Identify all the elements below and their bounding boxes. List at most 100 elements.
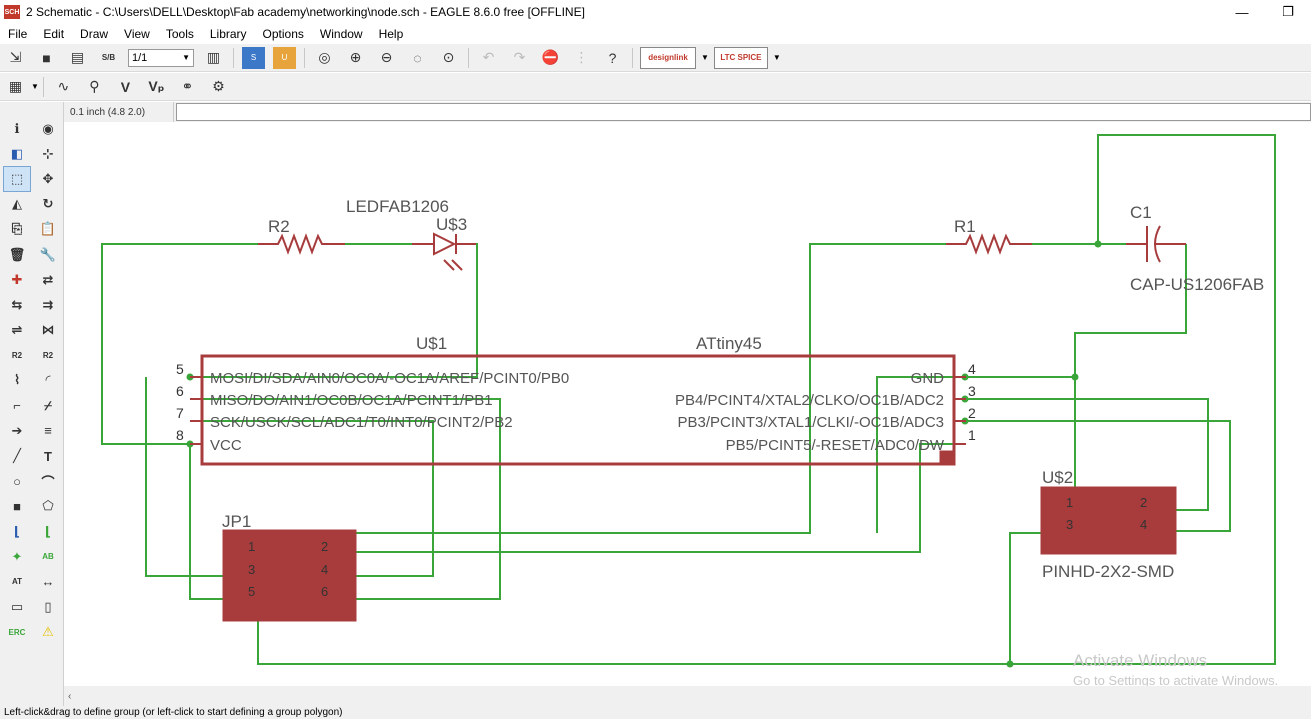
u1-pin-label: SCK/USCK/SCL/ADC1/T0/INT0/PCINT2/PB2 bbox=[210, 414, 513, 431]
frame-icon[interactable]: ▭ bbox=[10, 599, 24, 615]
menu-draw[interactable]: Draw bbox=[80, 27, 109, 41]
ltspice-button[interactable]: LTC SPICE bbox=[713, 46, 768, 69]
jp1-pad-1 bbox=[260, 544, 278, 562]
chevron-down-icon[interactable]: ▼ bbox=[772, 53, 781, 62]
go-icon[interactable]: ⋮ bbox=[574, 49, 589, 65]
grid-icon[interactable]: ▦ bbox=[8, 78, 23, 94]
replace-icon[interactable]: ⇄ bbox=[42, 271, 54, 287]
mark-icon[interactable]: ⊹ bbox=[42, 145, 54, 161]
simulate-icon[interactable]: ∿ bbox=[57, 78, 70, 94]
bus-connect-icon[interactable]: ➔ bbox=[11, 422, 23, 438]
layer-display-icon[interactable]: ◧ bbox=[10, 145, 24, 161]
help-icon[interactable]: ? bbox=[608, 49, 617, 66]
jp1-pad-6 bbox=[300, 590, 318, 608]
smash-icon[interactable]: ⋈ bbox=[41, 322, 55, 338]
group-select-icon[interactable]: ⬚ bbox=[3, 166, 31, 192]
designlink-button[interactable]: designlink bbox=[640, 46, 696, 69]
menu-view[interactable]: View bbox=[124, 27, 150, 41]
circle-icon[interactable]: ○ bbox=[13, 473, 21, 489]
page-select-value: 1/1 bbox=[132, 51, 148, 64]
polygon-icon[interactable]: ⬠ bbox=[42, 498, 54, 514]
wrench-icon[interactable]: 🔧 bbox=[39, 246, 57, 262]
voltage-probe-icon[interactable]: V bbox=[120, 78, 131, 95]
ulp-icon[interactable]: U bbox=[273, 46, 296, 69]
zoom-fit-icon[interactable]: ◎ bbox=[318, 49, 331, 65]
dimension-icon[interactable]: ↔ bbox=[41, 574, 55, 590]
pinswap-icon[interactable]: ⇌ bbox=[11, 322, 23, 338]
menu-window[interactable]: Window bbox=[319, 27, 363, 41]
rotate-icon[interactable]: ↻ bbox=[42, 196, 54, 212]
junction-dot bbox=[1094, 240, 1102, 248]
cam-processor-icon[interactable]: ▥ bbox=[206, 49, 221, 65]
arc-icon[interactable]: ⌒ bbox=[41, 474, 55, 490]
info-icon[interactable]: ℹ bbox=[14, 120, 20, 136]
erc-icon[interactable]: ERC bbox=[8, 627, 26, 637]
chevron-down-icon[interactable]: ▼ bbox=[701, 53, 709, 62]
menu-options[interactable]: Options bbox=[262, 27, 304, 41]
label-icon[interactable]: AB bbox=[42, 552, 54, 562]
menu-tools[interactable]: Tools bbox=[165, 27, 194, 41]
modules-icon[interactable]: ▯ bbox=[44, 599, 52, 615]
zoom-out-icon[interactable]: ⊖ bbox=[380, 49, 393, 65]
schematic-canvas[interactable]: U$1 ATtiny45 5 6 7 8 MOSI/DI/SDA/AIN0/OC… bbox=[64, 122, 1311, 688]
text-icon[interactable]: T bbox=[44, 448, 52, 464]
print-icon[interactable]: ▤ bbox=[70, 49, 85, 65]
zoom-redraw-icon[interactable]: ◌ bbox=[413, 49, 422, 66]
horizontal-scrollbar[interactable]: ‹ bbox=[64, 686, 1311, 706]
undo-icon[interactable]: ↶ bbox=[482, 49, 495, 65]
probe-icon[interactable]: ⚲ bbox=[89, 78, 100, 94]
script-icon[interactable]: S bbox=[242, 46, 265, 69]
command-line-input[interactable] bbox=[176, 103, 1311, 121]
copy-icon[interactable]: ⎘ bbox=[11, 221, 23, 237]
zoom-in-icon[interactable]: ⊕ bbox=[349, 49, 362, 65]
menu-file[interactable]: File bbox=[8, 27, 28, 41]
value-icon[interactable]: R2 bbox=[11, 350, 23, 360]
paste-icon[interactable]: 📋 bbox=[39, 221, 57, 237]
warning-icon[interactable]: ⚠ bbox=[42, 624, 54, 640]
name-icon[interactable]: R2 bbox=[42, 350, 54, 360]
slice-icon[interactable]: ⌿ bbox=[44, 397, 52, 413]
rectangle-icon[interactable]: ■ bbox=[13, 498, 21, 514]
settings-gear-icon[interactable]: ⚙ bbox=[212, 78, 225, 94]
page-select[interactable]: 1/1 ▼ bbox=[128, 48, 194, 67]
main-toolbar: ⇲ ■ ▤ S/B 1/1 ▼ ▥ S U ◎ ⊕ ⊖ ◌ ⊙ ↶ ↷ ⛔ ⋮ … bbox=[0, 44, 1311, 72]
zoom-select-icon[interactable]: ⊙ bbox=[442, 49, 455, 65]
gateswap-icon[interactable]: ⇆ bbox=[11, 296, 23, 312]
add-part-icon[interactable]: ✚ bbox=[11, 271, 23, 287]
mirror-icon[interactable]: ◭ bbox=[12, 196, 22, 212]
optimize-icon[interactable]: ⌐ bbox=[13, 398, 21, 414]
stop-icon[interactable]: ⛔ bbox=[541, 49, 560, 65]
attribute-icon[interactable]: AT bbox=[11, 577, 23, 587]
save-icon[interactable]: ■ bbox=[42, 49, 51, 66]
menu-edit[interactable]: Edit bbox=[43, 27, 65, 41]
line-icon[interactable]: ╱ bbox=[13, 448, 21, 464]
delete-icon[interactable]: 🗑 bbox=[8, 246, 26, 262]
menu-library[interactable]: Library bbox=[209, 27, 247, 41]
miter-icon[interactable]: ◜ bbox=[45, 372, 51, 388]
show-eye-icon[interactable]: ◉ bbox=[42, 120, 54, 136]
bus-breakout-icon[interactable]: ≡ bbox=[44, 423, 52, 439]
junction-icon[interactable]: ✦ bbox=[11, 548, 23, 564]
bus-icon[interactable]: ⌊ bbox=[45, 523, 51, 539]
wire-pb5 bbox=[355, 443, 965, 553]
phase-probe-icon[interactable]: Vₚ bbox=[148, 78, 165, 94]
netlist-icon[interactable]: ⚭ bbox=[181, 78, 194, 94]
title-bar: SCH 2 Schematic - C:\Users\DELL\Desktop\… bbox=[0, 0, 1311, 24]
sch-brd-switch-icon[interactable]: S/B bbox=[101, 53, 116, 62]
u2-pad-1 bbox=[1078, 500, 1096, 518]
redo-icon[interactable]: ↷ bbox=[513, 49, 526, 65]
scroll-left-icon[interactable]: ‹ bbox=[68, 690, 72, 702]
split-icon[interactable]: ⌇ bbox=[13, 372, 21, 388]
coordinate-bar: 0.1 inch (4.8 2.0) bbox=[64, 102, 1311, 122]
restore-button[interactable]: ❐ bbox=[1282, 4, 1294, 19]
open-icon[interactable]: ⇲ bbox=[9, 49, 22, 65]
move-icon[interactable]: ✥ bbox=[42, 170, 54, 186]
invoke-icon[interactable]: ⇉ bbox=[42, 296, 54, 312]
menu-help[interactable]: Help bbox=[378, 27, 404, 41]
minimize-button[interactable]: — bbox=[1235, 4, 1249, 20]
wires bbox=[101, 134, 1276, 665]
chevron-down-icon[interactable]: ▼ bbox=[31, 82, 39, 91]
watermark-line-2: Go to Settings to activate Windows. bbox=[1073, 673, 1279, 688]
net-icon[interactable]: ⌊ bbox=[14, 523, 20, 539]
jp1-pad-3 bbox=[260, 568, 278, 586]
